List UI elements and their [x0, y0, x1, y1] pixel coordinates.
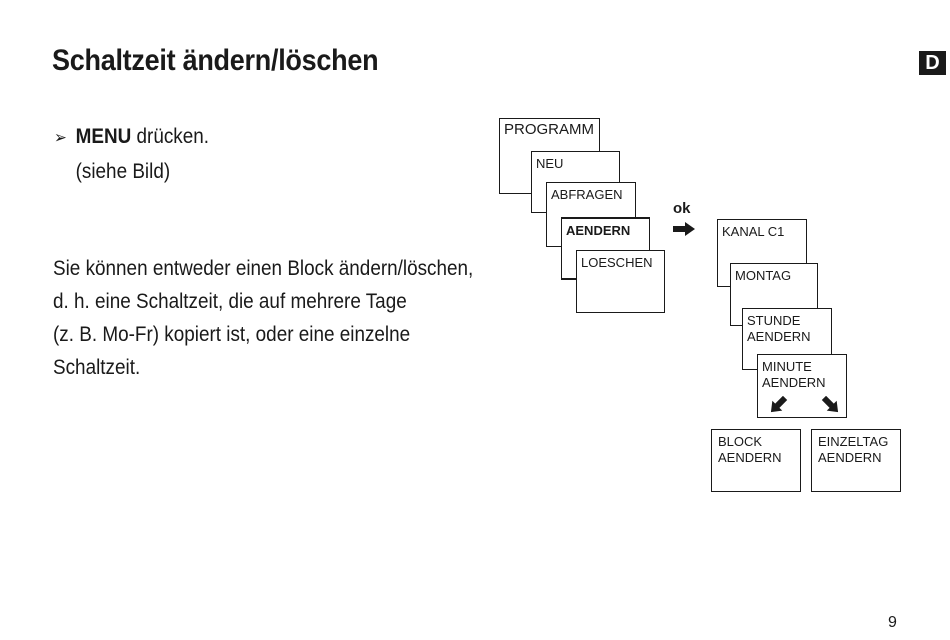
- menu-keyword: MENU: [75, 125, 132, 148]
- screen-block-aendern: BLOCK AENDERN: [711, 429, 801, 492]
- instruction-action: drücken.: [131, 125, 210, 148]
- screen-einzeltag-aendern: EINZELTAG AENDERN: [811, 429, 901, 492]
- arrow-right-icon: [673, 222, 695, 236]
- instruction-note: (siehe Bild): [75, 160, 171, 183]
- description-paragraph: Sie können entweder einen Block ändern/l…: [53, 252, 473, 384]
- screen-loeschen: LOESCHEN: [576, 250, 665, 313]
- description-line: d. h. eine Schaltzeit, die auf mehrere T…: [53, 290, 407, 313]
- arrow-down-left-icon: [770, 396, 788, 413]
- description-line: Schaltzeit.: [53, 356, 141, 379]
- description-line: (z. B. Mo-Fr) kopiert ist, oder eine ein…: [53, 323, 411, 346]
- ok-label: ok: [673, 200, 691, 217]
- page-number: 9: [888, 614, 897, 631]
- instruction-step: ➢ MENU drücken. (siehe Bild): [54, 120, 209, 189]
- page-title: Schaltzeit ändern/löschen: [52, 44, 379, 77]
- description-line: Sie können entweder einen Block ändern/l…: [53, 257, 474, 280]
- language-badge: D: [919, 51, 946, 75]
- arrow-bullet-icon: ➢: [54, 128, 67, 147]
- arrow-down-right-icon: [821, 396, 839, 413]
